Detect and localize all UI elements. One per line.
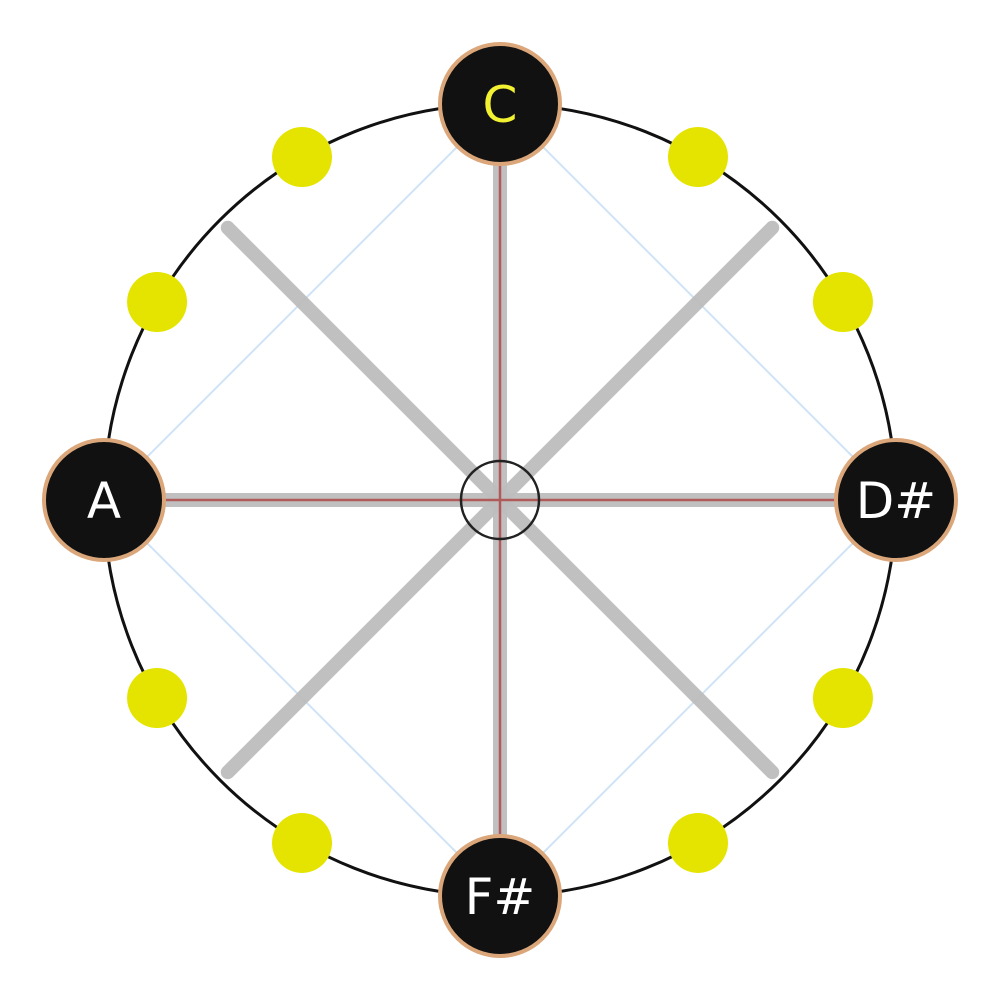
center-circle [459, 459, 541, 541]
note-label: F# [465, 868, 536, 926]
inactive-note-dot-2[interactable] [812, 272, 873, 332]
inactive-note-dot-10[interactable] [127, 272, 188, 332]
note-marker-a[interactable]: A [42, 438, 166, 562]
note-marker-f-sharp[interactable]: F# [438, 834, 562, 958]
note-circle [42, 438, 166, 562]
note-circle [438, 834, 562, 958]
note-label: D# [856, 472, 936, 530]
inactive-dot [272, 812, 332, 873]
inactive-dot [812, 668, 873, 728]
note-circle [438, 42, 562, 166]
note-label: A [87, 472, 121, 530]
note-label: C [483, 76, 518, 134]
inactive-dot [812, 272, 873, 332]
inactive-note-dot-8[interactable] [127, 668, 188, 728]
note-marker-c[interactable]: C [438, 42, 562, 166]
inactive-note-dot-1[interactable] [668, 127, 728, 188]
inactive-note-dot-11[interactable] [272, 127, 332, 188]
inactive-dot [127, 668, 188, 728]
inactive-dot [272, 127, 332, 188]
inactive-note-dot-5[interactable] [668, 812, 728, 873]
inactive-dot [668, 127, 728, 188]
note-circle [834, 438, 958, 562]
inactive-dot [127, 272, 188, 332]
note-marker-d-sharp[interactable]: D# [834, 438, 958, 562]
inactive-dot [668, 812, 728, 873]
inactive-note-dot-4[interactable] [812, 668, 873, 728]
inactive-note-dot-7[interactable] [272, 812, 332, 873]
